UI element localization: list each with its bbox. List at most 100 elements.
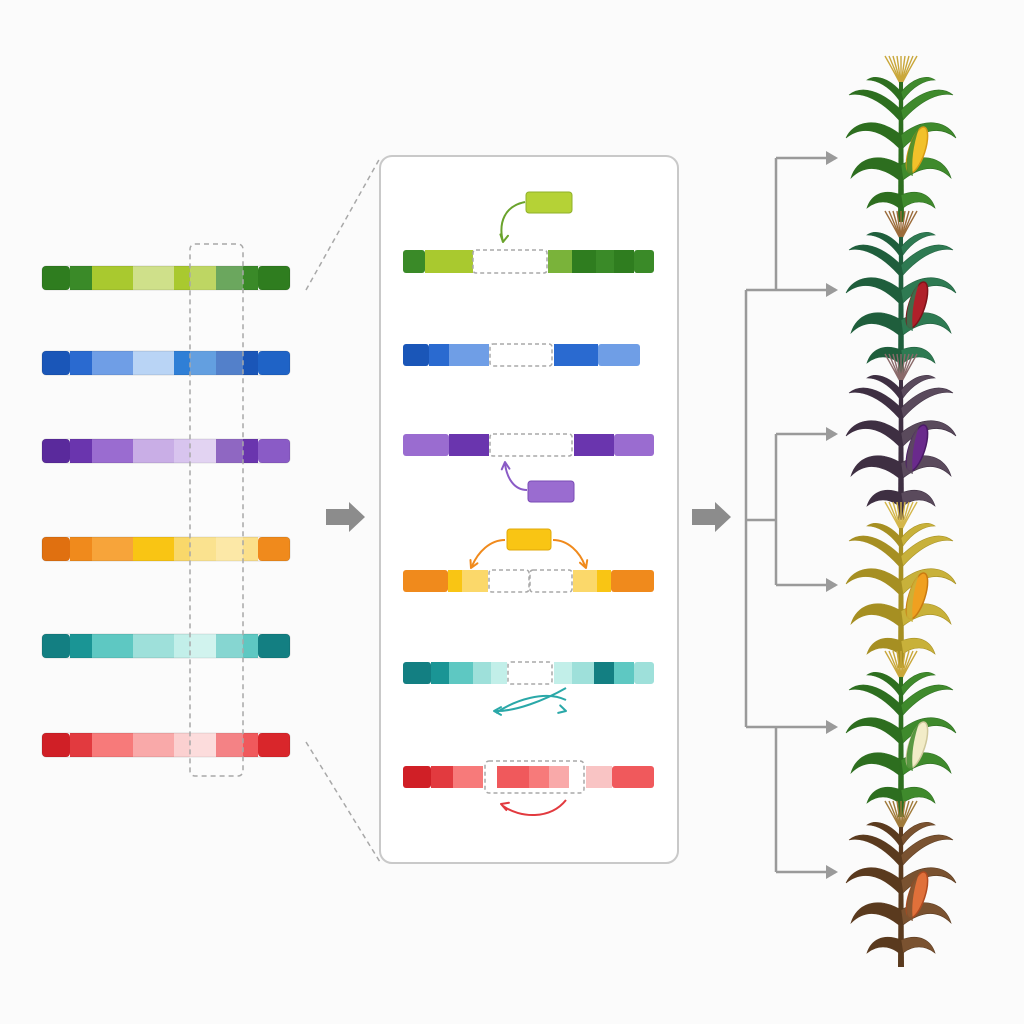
plant-outcomes xyxy=(845,55,957,967)
leaf xyxy=(866,637,902,655)
dna-segment xyxy=(431,662,449,684)
dna-segment xyxy=(403,344,429,366)
dna-segment xyxy=(431,766,453,788)
genome-segment xyxy=(216,266,258,290)
dna-segment xyxy=(425,250,473,273)
leaf xyxy=(866,822,902,846)
genome-outline xyxy=(41,536,291,562)
dna-segment xyxy=(572,662,594,684)
dna-segment xyxy=(473,662,491,684)
genome-green xyxy=(41,265,291,291)
edit-translocation xyxy=(403,661,654,716)
leaf xyxy=(900,375,936,399)
leaf xyxy=(845,277,902,304)
leaf xyxy=(866,77,902,101)
corn-plant-green-white-cob xyxy=(845,650,957,817)
insert-fragment xyxy=(525,191,573,214)
dna-segment xyxy=(403,434,449,456)
edit-duplication xyxy=(403,528,654,593)
leaf xyxy=(845,420,902,447)
dna-segment xyxy=(612,766,654,788)
leaf xyxy=(848,244,902,276)
leaf xyxy=(850,603,902,627)
tree-arrow xyxy=(826,865,838,879)
genome-segment xyxy=(133,266,174,290)
edit-site xyxy=(489,343,553,367)
leaf xyxy=(866,786,902,804)
swap-arrow-2 xyxy=(493,687,567,713)
dna-segment xyxy=(449,344,489,366)
genome-segment xyxy=(70,439,92,463)
genome-segment xyxy=(258,439,290,463)
arrow-head xyxy=(578,559,589,569)
leaf xyxy=(900,936,936,954)
dna-segment xyxy=(597,570,611,592)
genome-segment xyxy=(42,537,70,561)
genome-segment xyxy=(133,439,174,463)
genome-segment xyxy=(216,439,258,463)
process-arrow-1 xyxy=(326,502,365,532)
edit-operations xyxy=(403,191,654,817)
tree-arrow xyxy=(826,720,838,734)
husk xyxy=(906,574,919,622)
dna-segment xyxy=(449,434,489,456)
tree-arrow xyxy=(826,283,838,297)
dna-segment xyxy=(598,344,640,366)
genome-red xyxy=(41,732,291,758)
genome-outline xyxy=(41,438,291,464)
arrow-head xyxy=(469,559,479,569)
edit-site xyxy=(507,661,553,685)
tree-arrow xyxy=(826,427,838,441)
tree-arrow xyxy=(826,578,838,592)
leaf xyxy=(850,902,902,926)
corn-plant-teal-red-cob xyxy=(845,210,957,377)
genome-purple xyxy=(41,438,291,464)
edit-site xyxy=(489,433,573,457)
leaf xyxy=(845,717,902,744)
leaf xyxy=(900,277,957,304)
leaf xyxy=(866,672,902,696)
zoom-line-top xyxy=(305,157,381,291)
genome-segment xyxy=(174,266,216,290)
leaf xyxy=(900,191,936,209)
leaf xyxy=(848,89,902,121)
genome-segment xyxy=(133,537,174,561)
leaf xyxy=(900,637,936,655)
zoom-line-bottom xyxy=(305,741,381,863)
process-arrow-2 xyxy=(692,502,731,532)
dna-segment xyxy=(611,570,654,592)
dna-segment xyxy=(403,570,448,592)
leaf xyxy=(850,455,902,479)
genome-segment xyxy=(174,439,216,463)
genome-segment xyxy=(92,537,133,561)
leaf xyxy=(900,822,936,846)
leaf xyxy=(900,489,936,507)
leaf xyxy=(900,122,957,149)
dna-segment xyxy=(572,250,596,273)
dna-segment xyxy=(403,662,431,684)
genome-segment xyxy=(70,537,92,561)
leaf xyxy=(900,232,936,256)
leaf xyxy=(845,867,902,894)
dna-segment xyxy=(574,434,614,456)
leaf xyxy=(866,191,902,209)
leaf xyxy=(900,786,936,804)
leaf xyxy=(866,936,902,954)
leaf xyxy=(900,89,954,121)
genome-blue xyxy=(41,350,291,376)
insert-fragment xyxy=(527,480,575,503)
genome-segment xyxy=(174,634,216,658)
dna-segment xyxy=(549,766,569,788)
dna-segment xyxy=(634,250,654,273)
arrow-head xyxy=(500,801,510,812)
husk xyxy=(906,426,919,474)
genome-segment xyxy=(216,733,258,757)
genome-segment xyxy=(258,351,290,375)
dna-segment xyxy=(573,570,597,592)
dup-arrow-right xyxy=(552,539,586,567)
genome-segment xyxy=(133,634,174,658)
genome-segment xyxy=(92,634,133,658)
invert-arrow xyxy=(502,799,567,817)
leaf xyxy=(848,684,902,716)
